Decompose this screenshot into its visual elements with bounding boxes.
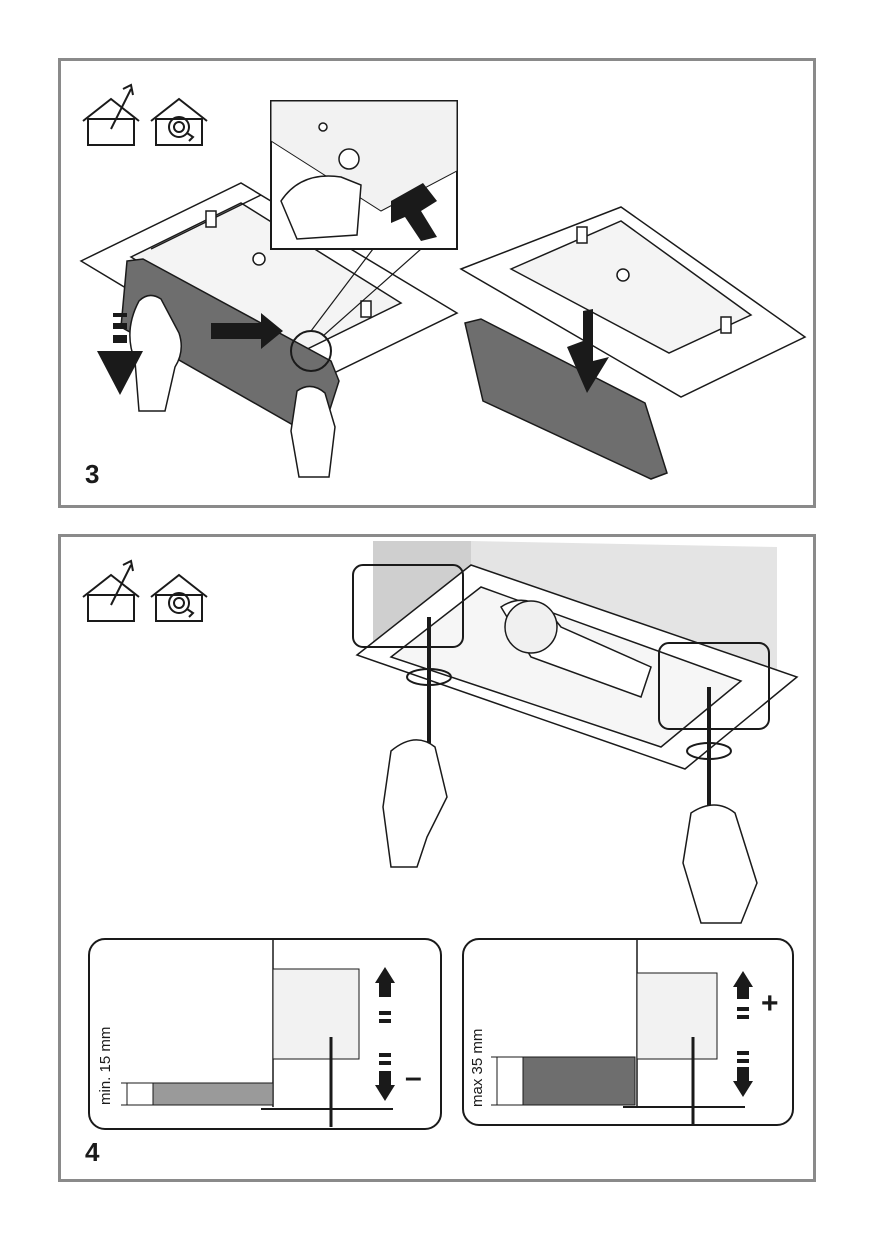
house-recirculation-icon xyxy=(150,97,208,146)
down-arrow-icon xyxy=(97,313,143,395)
rotate-arrow-icon xyxy=(686,742,732,760)
dimension-label-max: max 35 mm xyxy=(469,1028,486,1107)
detail-inset xyxy=(270,100,458,250)
detail-right xyxy=(462,938,794,1126)
minus-sign: – xyxy=(405,1061,422,1094)
dimension-label-min: min. 15 mm xyxy=(97,1026,114,1105)
callout-left xyxy=(352,564,464,648)
step-number: 4 xyxy=(85,1137,100,1167)
filter-panel-right xyxy=(464,309,668,480)
house-extraction-icon xyxy=(82,83,140,146)
step-3-illustration xyxy=(79,83,807,480)
detail-left xyxy=(88,938,442,1130)
house-recirculation-icon xyxy=(150,573,208,622)
hand-right xyxy=(682,804,758,924)
step-number: 3 xyxy=(85,459,100,489)
hood-frame-right xyxy=(459,206,807,398)
rotate-arrow-icon xyxy=(406,668,452,686)
callout-right xyxy=(658,642,770,730)
up-arrow-icon xyxy=(375,967,395,1023)
step-4-panel: min. 15 mm – max 35 mm + 4 xyxy=(58,534,816,1182)
step-4-illustration xyxy=(82,541,799,1130)
house-extraction-icon xyxy=(82,559,140,622)
plus-sign: + xyxy=(761,987,779,1020)
hand-left xyxy=(382,739,448,868)
down-arrow-icon xyxy=(375,1053,395,1101)
hand-right xyxy=(290,385,336,478)
hood-frame xyxy=(355,564,799,770)
hand-left xyxy=(129,294,182,412)
step-3-panel: 3 xyxy=(58,58,816,508)
down-arrow-icon xyxy=(733,1051,753,1097)
up-arrow-icon xyxy=(733,971,753,1019)
